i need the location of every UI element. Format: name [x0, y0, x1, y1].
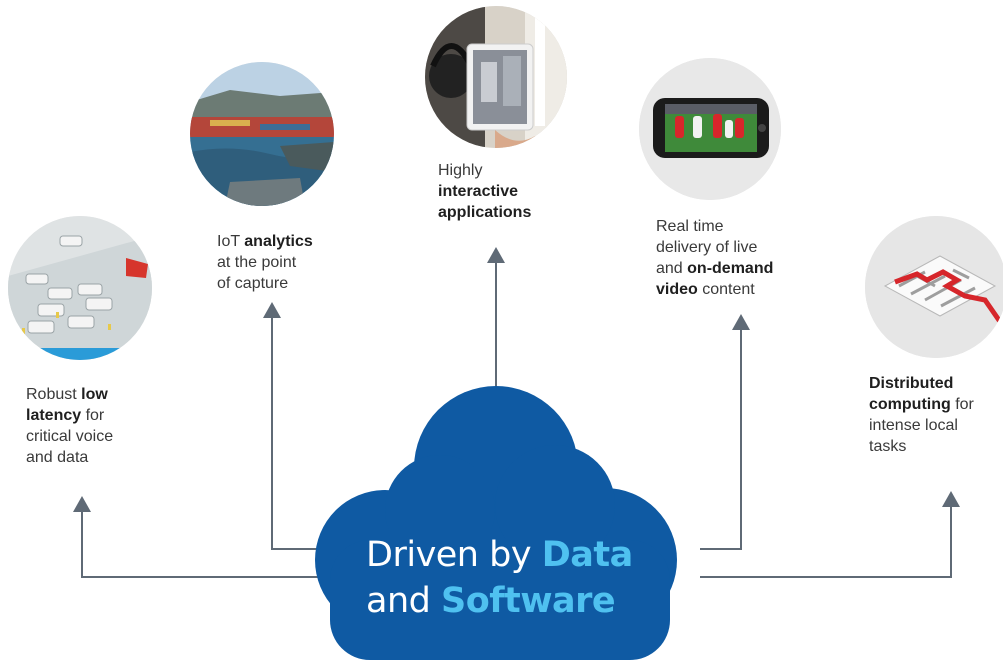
caption-text: Robust — [26, 386, 82, 403]
caption-low-latency: Robust low latency for critical voice an… — [26, 384, 146, 468]
caption-text: IoT — [217, 233, 245, 250]
arrowhead-iot — [263, 302, 281, 318]
cloud-text-highlight: Software — [440, 581, 616, 621]
caption-text: for — [81, 407, 105, 424]
caption-text: and — [656, 260, 688, 277]
arrowhead-low-latency — [73, 496, 91, 512]
connector-video — [700, 330, 742, 550]
tablet-augmented-reality-photo — [425, 6, 567, 148]
caption-bold: Distributed — [869, 375, 954, 392]
caption-text: intense local — [869, 417, 958, 434]
caption-text: delivery of live — [656, 239, 758, 256]
caption-bold: latency — [26, 407, 82, 424]
caption-text: of capture — [217, 275, 289, 292]
cloud-shape — [315, 386, 677, 660]
cloud-text-highlight: Data — [541, 535, 634, 575]
caption-text: at the point — [217, 254, 297, 271]
caption-video: Real time delivery of live and on-demand… — [656, 216, 806, 300]
maze-puzzle-photo — [865, 216, 1003, 358]
caption-iot: IoT analytics at the point of capture — [217, 231, 347, 294]
caption-bold: interactive — [438, 183, 519, 200]
caption-bold: on-demand — [687, 260, 774, 277]
caption-bold: low — [81, 386, 108, 403]
autonomous-cars-photo — [8, 216, 152, 360]
caption-text: Real time — [656, 218, 724, 235]
cloud-text-plain: Driven by — [366, 535, 542, 575]
arrowhead-video — [732, 314, 750, 330]
caption-distributed: Distributed computing for intense local … — [869, 373, 1003, 457]
caption-interactive: Highly interactive applications — [438, 160, 568, 223]
cloud-text-plain: and — [366, 581, 441, 621]
smartphone-football-video-photo — [639, 58, 781, 200]
caption-bold: video — [656, 281, 698, 298]
connector-distributed — [700, 507, 952, 578]
caption-text: critical voice — [26, 428, 114, 445]
caption-text: tasks — [869, 438, 907, 455]
caption-text: content — [697, 281, 755, 298]
caption-text: and data — [26, 449, 89, 466]
connector-low-latency — [81, 512, 340, 578]
caption-bold: computing — [869, 396, 951, 413]
caption-bold: analytics — [244, 233, 313, 250]
connector-iot — [271, 318, 340, 550]
cloud-label: Driven by Data and Software — [366, 532, 686, 624]
arrowhead-interactive — [487, 247, 505, 263]
caption-text: for — [950, 396, 974, 413]
caption-bold: applications — [438, 204, 532, 221]
caption-text: Highly — [438, 162, 483, 179]
harbour-port-photo — [190, 62, 334, 206]
arrowhead-distributed — [942, 491, 960, 507]
